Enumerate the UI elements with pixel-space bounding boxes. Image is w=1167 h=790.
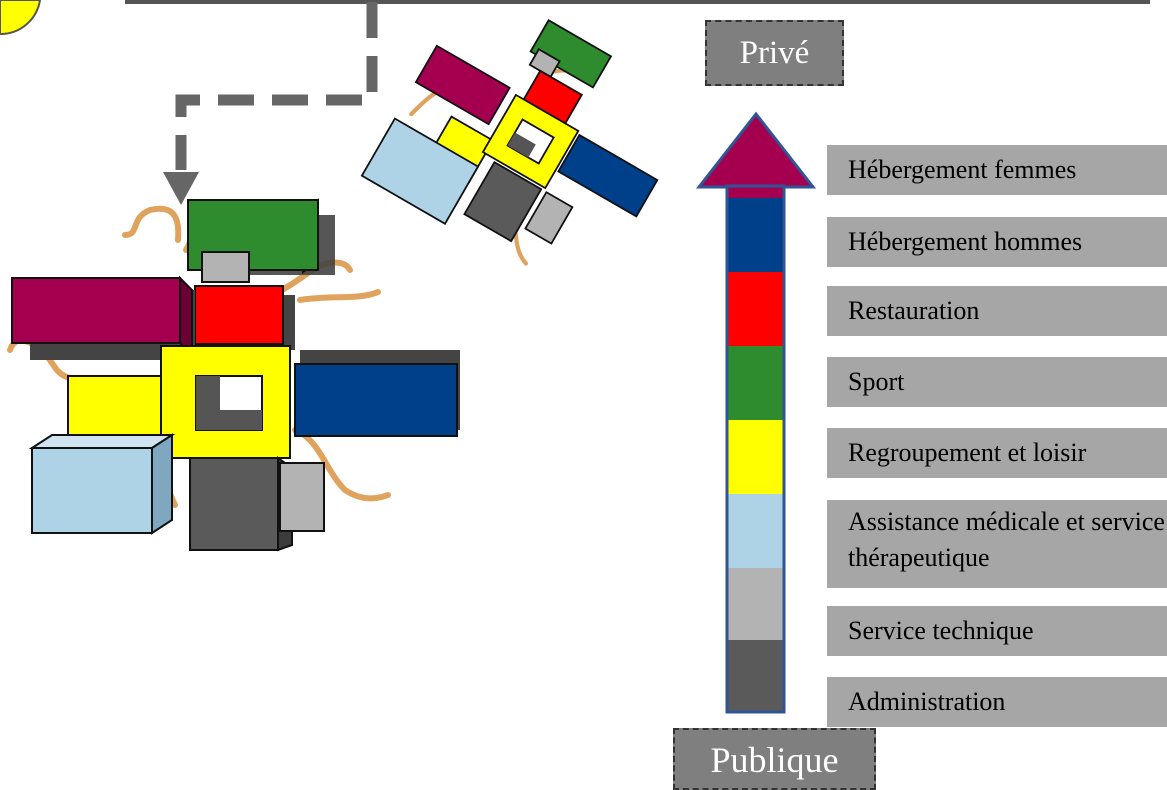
corner-circle-marker (0, 0, 42, 36)
legend-item-loisir: Regroupement et loisir (827, 428, 1167, 478)
legend-item-medical: Assistance médicale et service thérapeut… (827, 500, 1167, 588)
legend-item-heb-hommes: Hébergement hommes (827, 217, 1167, 267)
dashed-connector (175, 2, 378, 170)
scale-medical (727, 494, 784, 568)
large-massing (7, 198, 460, 552)
block-technique-top (201, 251, 250, 283)
legend-item-restauration: Restauration (827, 286, 1167, 336)
block-medical-side (151, 433, 173, 535)
scale-loisir (727, 420, 784, 494)
scale-outline (725, 184, 786, 714)
public-label: Publique (673, 728, 876, 790)
arrow-head (695, 111, 817, 189)
scale-administration (727, 640, 784, 712)
block-sport (187, 199, 319, 271)
legend-item-administration: Administration (827, 677, 1167, 727)
scale-heb-hommes (727, 198, 784, 272)
block-heb-femmes (11, 277, 181, 344)
small-massing (360, 19, 659, 266)
scale-technique (727, 568, 784, 640)
scale-sport (727, 346, 784, 420)
privacy-scale-arrow (695, 111, 817, 714)
core-void-shadow (196, 376, 262, 430)
legend-item-technique: Service technique (827, 606, 1167, 656)
private-label: Privé (705, 20, 844, 86)
block-technique (279, 462, 325, 532)
block-medical (31, 447, 153, 534)
block-restauration (194, 285, 284, 345)
legend-item-heb-femmes: Hébergement femmes (827, 145, 1167, 195)
block-medical-top (28, 434, 176, 449)
block-heb-femmes-side (179, 275, 193, 358)
scale-restauration (727, 272, 784, 346)
connector-arrowhead (163, 172, 199, 205)
block-heb-hommes (294, 363, 458, 437)
legend-item-sport: Sport (827, 357, 1167, 407)
block-administration (189, 457, 279, 551)
